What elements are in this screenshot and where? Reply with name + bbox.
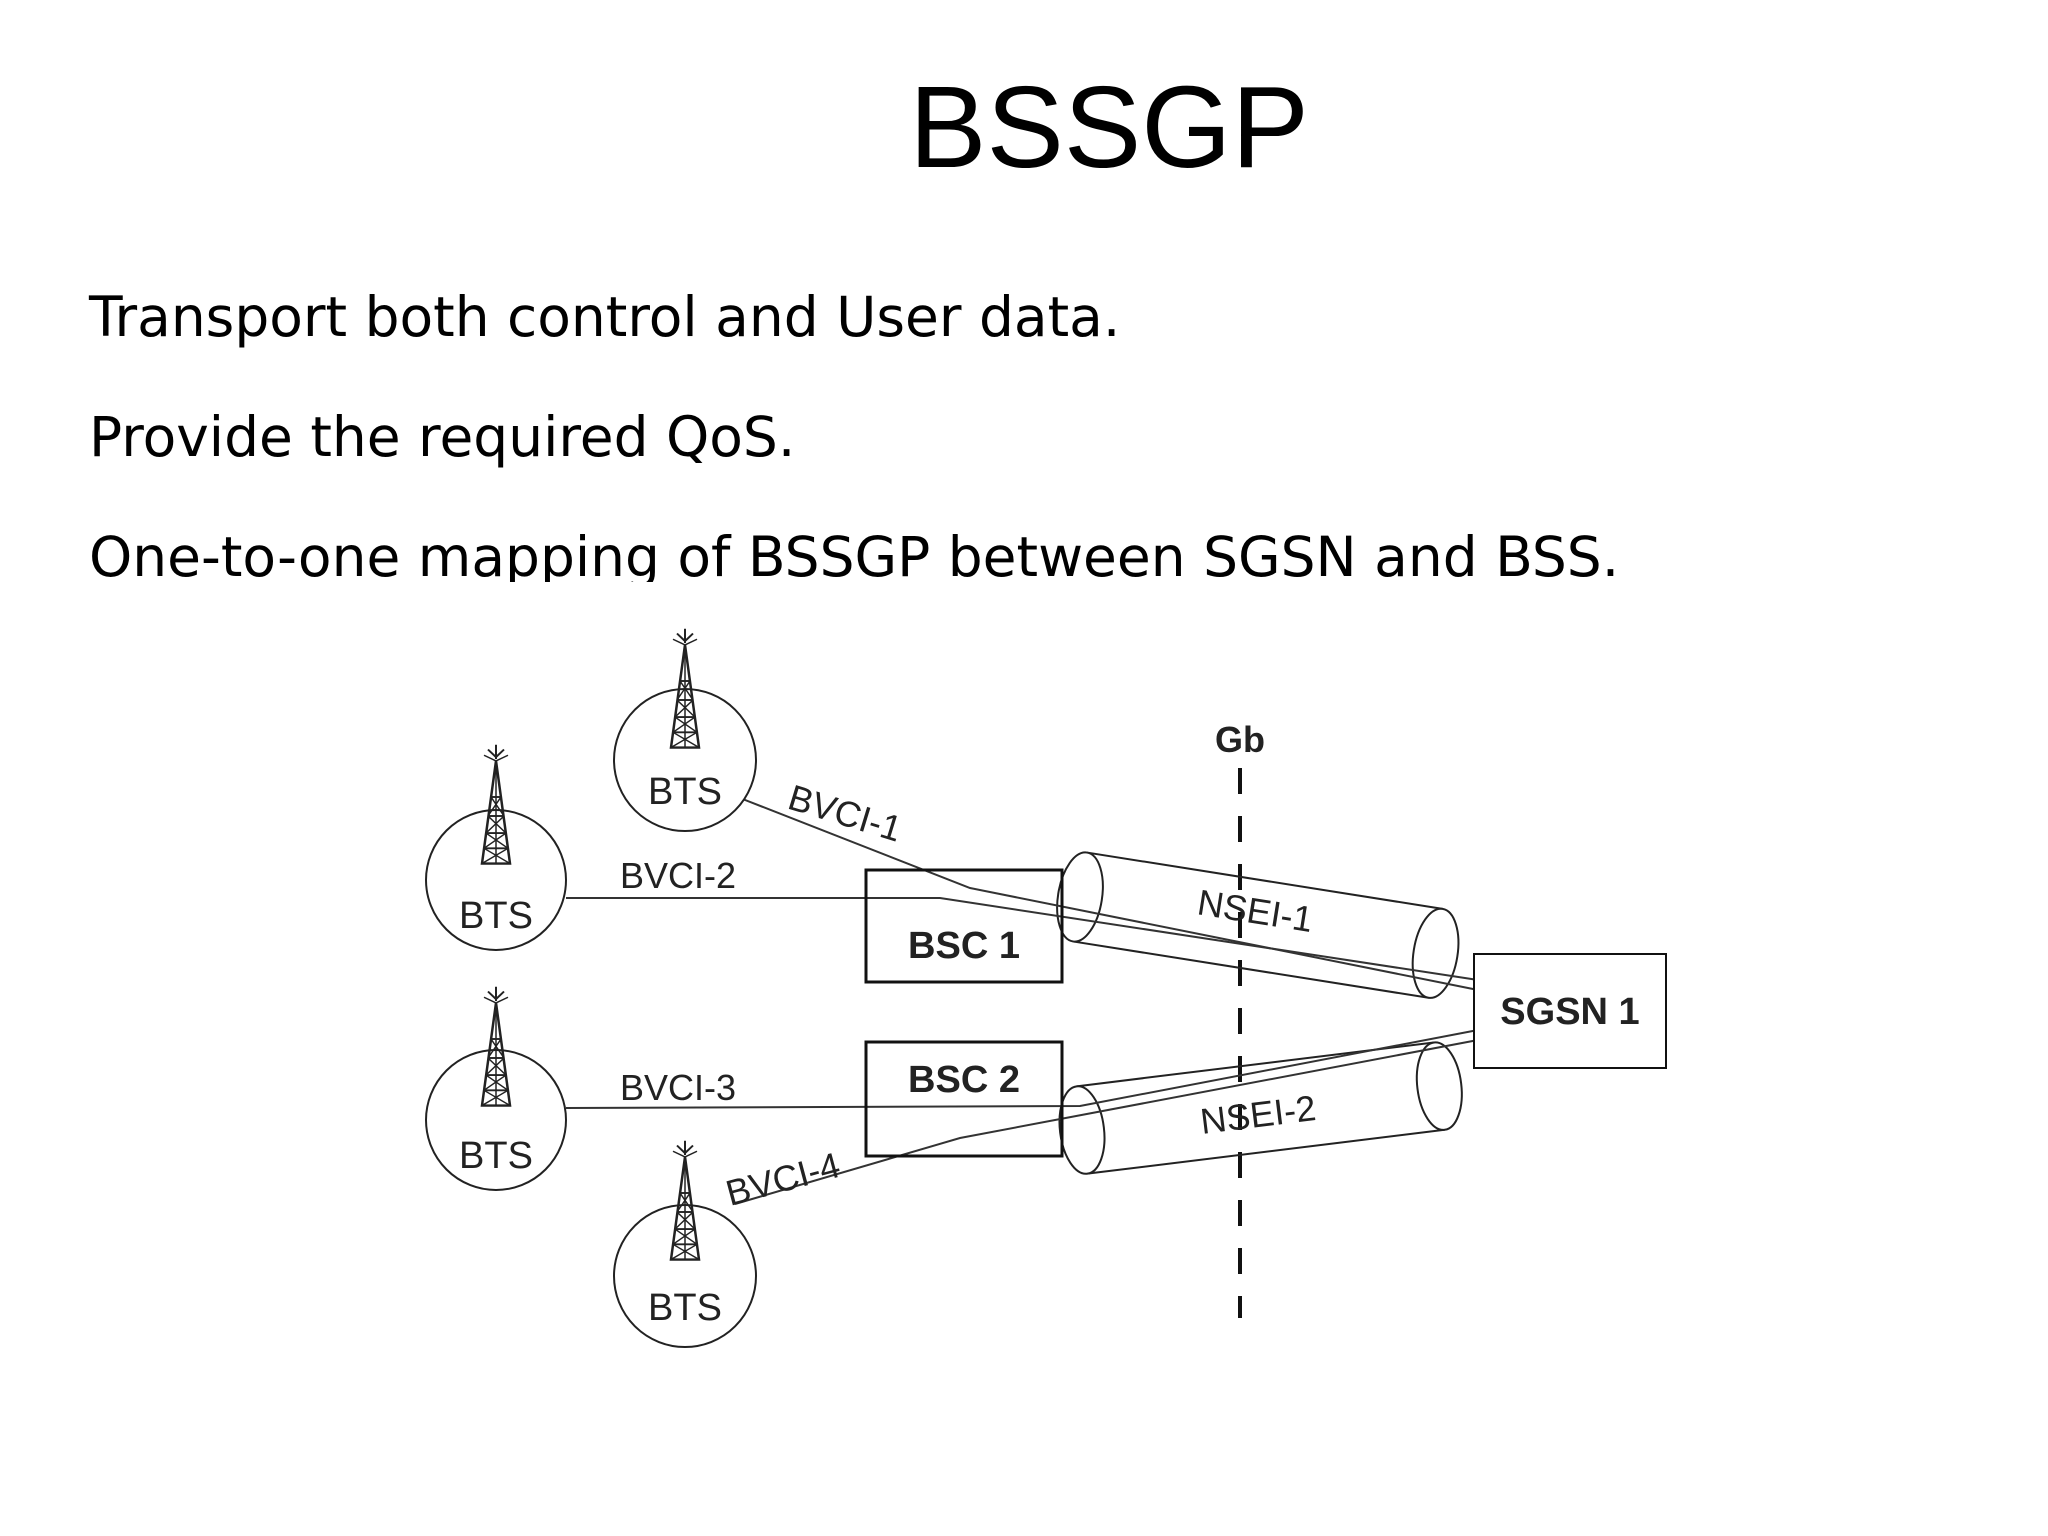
bvci-3-label: BVCI-3 — [620, 1067, 736, 1108]
nsei-2-label: NSEI-2 — [1198, 1087, 1318, 1142]
bsc-2-label: BSC 2 — [908, 1059, 1020, 1101]
bts-station-1: BTS — [613, 627, 757, 832]
bvci-2-label: BVCI-2 — [620, 855, 736, 896]
bsc-1-label: BSC 1 — [908, 925, 1020, 967]
bts-3-label: BTS — [459, 1135, 533, 1177]
nsei-1-label: NSEI-1 — [1195, 881, 1316, 940]
bvci-3-link — [565, 1029, 1479, 1109]
bsc-2-box — [864, 1040, 1064, 1158]
nsei-2-pipe — [1058, 1041, 1463, 1175]
bsc-1-box — [864, 868, 1064, 984]
bts-station-4: BTS — [613, 1139, 757, 1348]
bvci-1-link — [739, 797, 1479, 991]
bvci-4-label: BVCI-4 — [721, 1144, 844, 1214]
bts-2-label: BTS — [459, 895, 533, 937]
bullet-3: One-to-one mapping of BSSGP between SGSN… — [89, 525, 1620, 582]
bullet-2: Provide the required QoS. — [89, 405, 796, 469]
sgsn-1-label: SGSN 1 — [1500, 991, 1639, 1033]
bullet-1: Transport both control and User data. — [89, 285, 1121, 349]
bts-1-label: BTS — [648, 771, 722, 813]
bvci-2-link — [566, 897, 1479, 981]
gb-label: Gb — [1215, 719, 1265, 760]
slide-title: BSSGP — [909, 62, 1309, 192]
bts-4-label: BTS — [648, 1287, 722, 1329]
sgsn-1-box — [1473, 953, 1667, 1069]
bts-station-2: BTS — [425, 743, 567, 951]
bts-station-3: BTS — [425, 985, 567, 1191]
bvci-4-link — [734, 1039, 1479, 1205]
